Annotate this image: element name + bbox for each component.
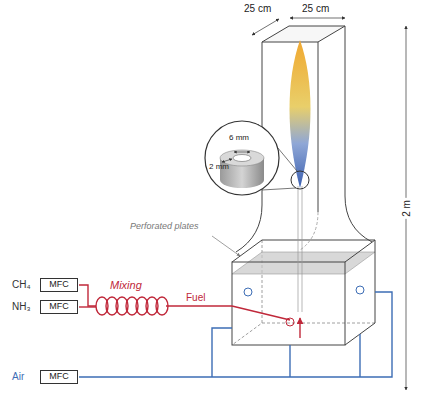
dimension-label: 6 mm bbox=[229, 134, 249, 143]
mass-flow-controller: MFC bbox=[40, 278, 78, 292]
air-ports bbox=[244, 286, 364, 296]
dimension-lines bbox=[252, 18, 406, 390]
part-label: Perforated plates bbox=[130, 222, 199, 232]
gas-label: NH₃ bbox=[12, 301, 31, 312]
part-label: Mixing bbox=[110, 279, 142, 291]
box-label: MFC bbox=[41, 302, 77, 312]
dimension-label: 2 mm bbox=[209, 163, 229, 172]
box-label: MFC bbox=[41, 280, 77, 290]
air-lines bbox=[79, 292, 392, 377]
fuel-port bbox=[286, 318, 294, 326]
part-label: Fuel bbox=[186, 292, 205, 303]
nozzle-inset bbox=[205, 121, 279, 195]
fuel-tube bbox=[298, 186, 302, 312]
hidden-edges bbox=[232, 240, 375, 345]
dimension-label: 25 cm bbox=[244, 3, 271, 14]
nozzle-marker bbox=[291, 171, 309, 189]
gas-label: CH₄ bbox=[12, 279, 31, 290]
gas-label: Air bbox=[12, 371, 24, 382]
fuel-lines bbox=[79, 285, 300, 338]
leader-line bbox=[212, 236, 240, 256]
mass-flow-controller: MFC bbox=[40, 370, 78, 384]
mass-flow-controller: MFC bbox=[40, 300, 78, 314]
plenum-box bbox=[232, 240, 375, 345]
dimension-label: 2 m bbox=[399, 198, 412, 219]
box-label: MFC bbox=[41, 372, 77, 382]
dimension-label: 25 cm bbox=[302, 3, 329, 14]
